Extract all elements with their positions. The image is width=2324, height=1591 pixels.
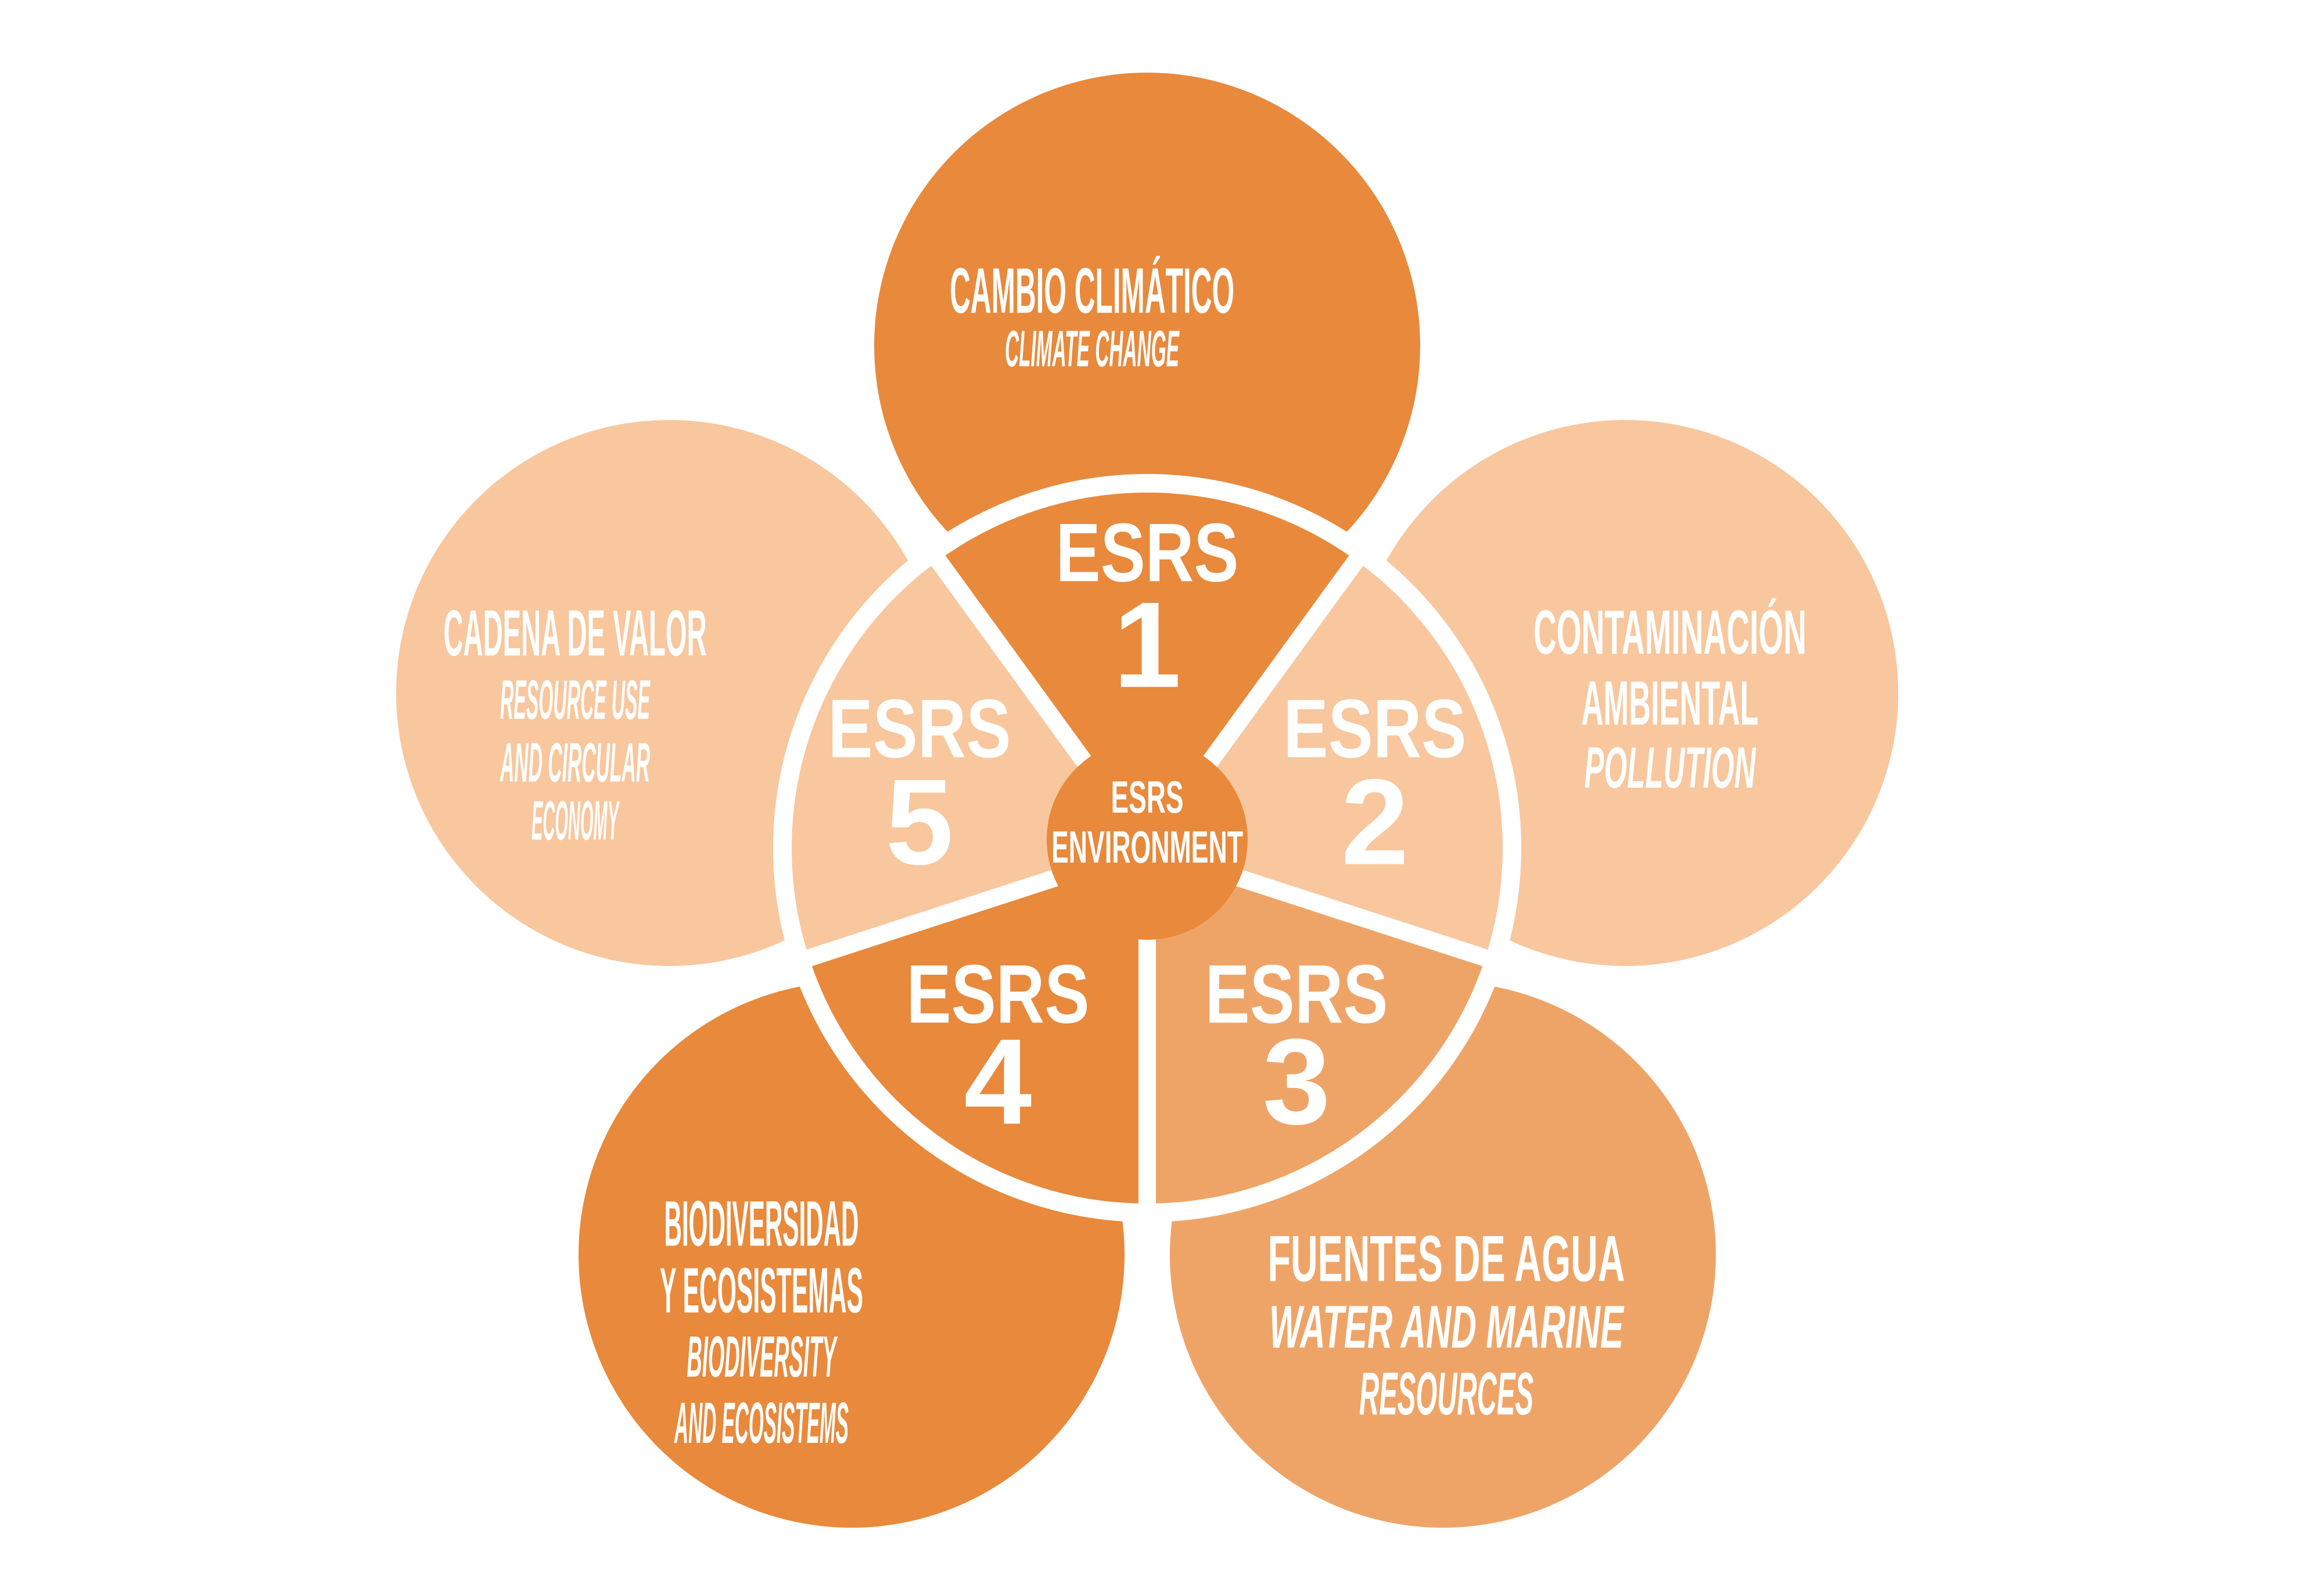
wedge-3-number: 3 [1263, 1014, 1331, 1150]
wedge-4-number: 4 [964, 1014, 1032, 1150]
petal-3-subtitle-line-1: WATER AND MARINE [1269, 1294, 1625, 1361]
center-hub-circle [1047, 739, 1248, 940]
wheel-ring [773, 474, 1521, 1222]
wedge-1-esrs-label: ESRS [1056, 507, 1239, 599]
petal-1-circle [874, 73, 1420, 619]
petal-4-subtitle-line-2: AND ECOSISTEMS [674, 1391, 849, 1456]
center-label-esrs: ESRS [1111, 771, 1184, 823]
wedge-5-esrs-label: ESRS [828, 683, 1011, 775]
wedge-5-number: 5 [886, 754, 954, 890]
wedge-4-esrs-label: ESRS [907, 949, 1090, 1041]
petal-5-subtitle-line-3: ECONOMY [531, 790, 620, 852]
petal-3-subtitle-line-2: RESOURCES [1359, 1360, 1533, 1428]
petal-5-subtitle-line-2: AND CIRCULAR [500, 732, 650, 794]
petal-5-title-line-1: CADENA DE VALOR [444, 597, 707, 670]
petal-1-title-line-1: CAMBIO CLIMÁTICO [950, 256, 1234, 327]
petal-4-title-line-2: Y ECOSISTEMAS [660, 1255, 863, 1327]
petal-3-title-line-1: FUENTES DE AGUA [1268, 1223, 1625, 1295]
center-label-environment: ENVIRONMENT [1051, 821, 1243, 872]
wedge-3-esrs-label: ESRS [1205, 949, 1388, 1041]
petal-4-title-line-1: BIODIVERSIDAD [664, 1188, 859, 1260]
petal-2-title-line-2: AMBIENTAL [1582, 668, 1759, 738]
wedge-1-sector [938, 493, 1356, 848]
petal-1-subtitle-line-1: CLIMATE CHANGE [1005, 320, 1180, 378]
petal-2-subtitle-line-1: POLLUTION [1585, 735, 1757, 800]
petal-4-subtitle-line-1: BIODIVERSITY [687, 1324, 838, 1389]
wedge-1-number: 1 [1113, 577, 1181, 713]
wedge-2-number: 2 [1341, 754, 1409, 890]
wedge-2-esrs-label: ESRS [1284, 683, 1467, 775]
petal-5-subtitle-line-1: RESOURCE USE [500, 669, 651, 731]
petal-2-title-line-1: CONTAMINACIÓN [1533, 597, 1806, 667]
